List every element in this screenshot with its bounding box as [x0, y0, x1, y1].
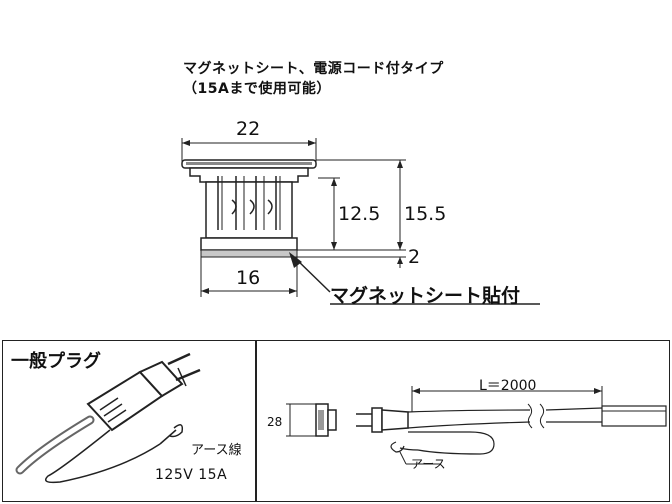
dimension-label-22: 22 — [236, 118, 261, 140]
flange — [189, 167, 309, 183]
diagram-subtitle: （15Aまで使用可能） — [183, 81, 331, 97]
cord-panel: L＝2000 28 アース — [256, 340, 670, 502]
plug-rating: 125V 15A — [155, 467, 228, 483]
ground-label: アース — [411, 457, 446, 471]
dimension-label-16: 16 — [236, 267, 261, 289]
outlet-body — [205, 181, 293, 239]
dimension-label-12-5: 12.5 — [338, 203, 381, 225]
diagram-title: マグネットシート、電源コード付タイプ — [183, 61, 444, 77]
dimension-label-2: 2 — [408, 246, 421, 268]
ground-wire-label: アース線 — [191, 443, 242, 458]
magnet-sheet — [200, 249, 298, 258]
plug-height-label: 28 — [267, 415, 283, 429]
cord-length-label: L＝2000 — [479, 378, 537, 394]
plug-panel: 一般プラグ アース線 125V 15A — [2, 340, 256, 502]
dimension-label-15-5: 15.5 — [404, 203, 447, 225]
magnet-sheet-callout: マグネットシート貼付 — [330, 285, 521, 307]
outlet-base — [200, 237, 298, 251]
outlet-cross-section-drawing — [181, 138, 540, 305]
plug-panel-title: 一般プラグ — [11, 351, 101, 372]
